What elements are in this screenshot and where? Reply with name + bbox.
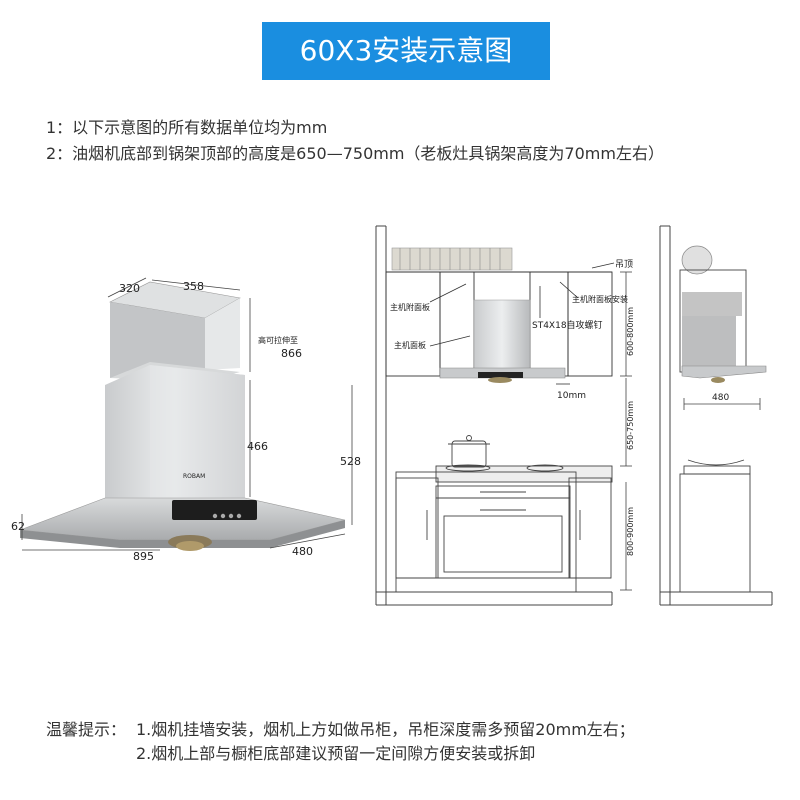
hood-dimension-lines <box>21 277 353 551</box>
dim-extend-value: 866 <box>281 347 302 360</box>
front-view-diagram <box>375 225 632 606</box>
dim-width-top: 358 <box>183 280 204 293</box>
dim-depth: 480 <box>292 545 313 558</box>
dim-total-height: 528 <box>340 455 361 468</box>
range-hood-illustration: ROBAM <box>19 281 346 551</box>
dim-depth-top: 320 <box>119 282 140 295</box>
side-view-diagram <box>659 225 773 606</box>
note-1: 1：以下示意图的所有数据单位均为mm <box>46 118 328 137</box>
side-dim-depth: 480 <box>712 393 729 403</box>
tip-1: 1.烟机挂墙安装，烟机上方如做吊柜，吊柜深度需多预留20mm左右； <box>136 720 635 739</box>
extend-label: 高可拉伸至 <box>258 335 298 345</box>
tip-2: 2.烟机上部与橱柜底部建议预留一定间隙方便安装或拆卸 <box>136 744 536 763</box>
note-2: 2：油烟机底部到锅架顶部的高度是650—750mm（老板灶具锅架高度为70mm左… <box>46 144 664 163</box>
label-gap: 10mm <box>557 391 586 401</box>
dim-chimney-height: 466 <box>247 440 268 453</box>
label-screw: ST4X18自攻螺钉 <box>532 319 603 331</box>
label-range-2: 650-750mm <box>626 401 635 450</box>
tips-label: 温馨提示： <box>46 720 127 739</box>
label-ceiling: 吊顶 <box>615 259 633 270</box>
label-left-panel: 主机附面板 <box>390 302 430 312</box>
label-right-panel: 主机附面板安装 <box>572 294 628 304</box>
dim-edge-height: 62 <box>11 520 25 533</box>
dim-width: 895 <box>133 550 154 563</box>
svg-text:ROBAM: ROBAM <box>183 473 205 480</box>
label-range-1: 600-800mm <box>626 307 635 356</box>
label-range-3: 800-900mm <box>626 507 635 556</box>
title-banner: 60X3安装示意图 <box>262 22 550 80</box>
label-main-panel: 主机面板 <box>394 340 426 350</box>
